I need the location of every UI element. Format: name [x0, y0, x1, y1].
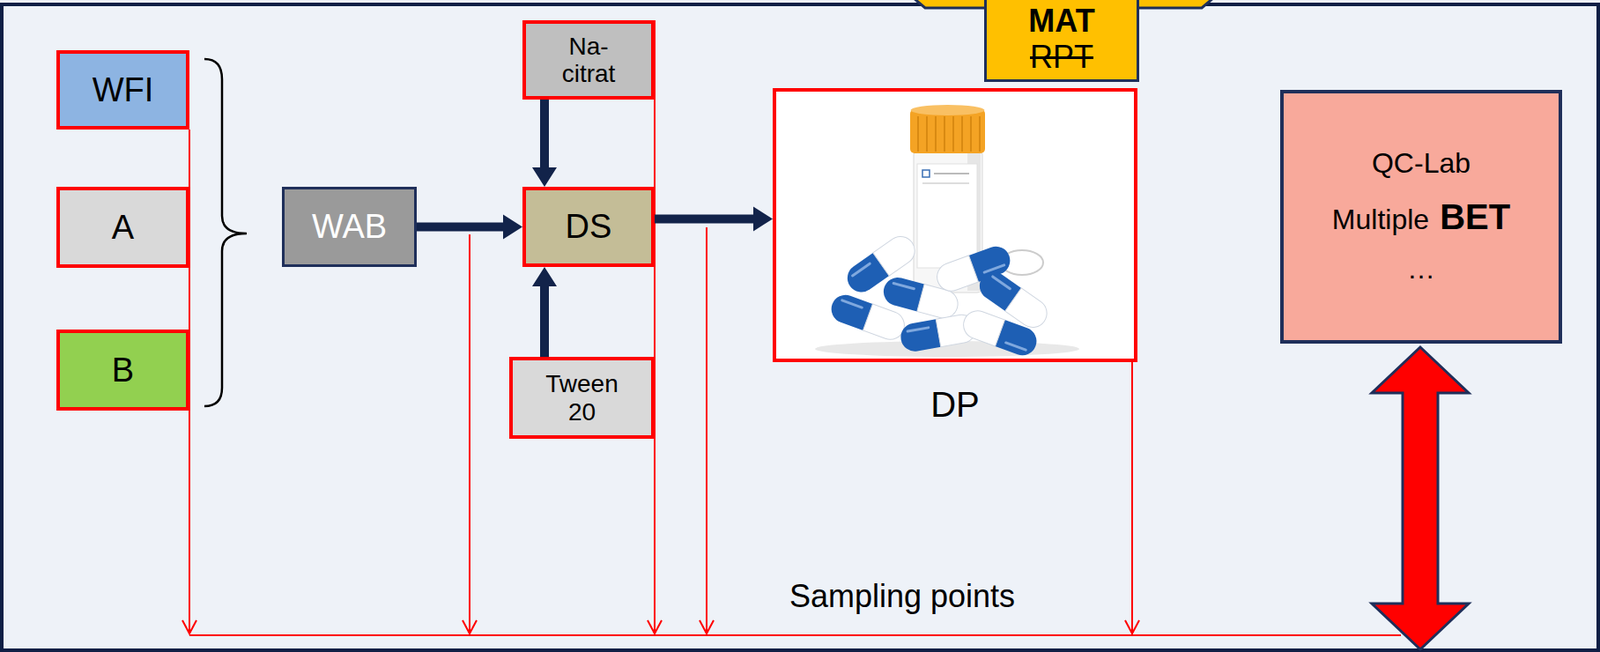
cap-ridge [917, 116, 919, 152]
cap-ridge [943, 116, 946, 152]
node-text: B [111, 351, 134, 390]
text-line: A [111, 208, 134, 247]
text-group: WFI [92, 71, 155, 110]
sampling-line [653, 20, 656, 635]
node-text: MAT [1028, 3, 1095, 39]
sampling-lines [182, 20, 1401, 636]
node-text: DP [930, 385, 980, 425]
text-line: RPT [1029, 39, 1094, 75]
node-text: A [111, 208, 134, 247]
grouping-brace [204, 59, 247, 407]
label-line [922, 182, 970, 185]
flow-arrow [532, 99, 557, 187]
double-arrow [1371, 347, 1469, 650]
text-line: B [111, 351, 134, 390]
capsule [842, 230, 921, 298]
cap-ridges [918, 116, 980, 152]
text-line: Na- citrat [549, 32, 628, 89]
pill-bottle-illustration [814, 104, 1080, 360]
text-line: Multiple BET [1332, 197, 1511, 238]
node-text: Tween 20 [533, 370, 631, 426]
flow-arrow [654, 206, 773, 231]
sampling-arrowhead [462, 620, 477, 634]
text-line: QC-Lab [1371, 148, 1471, 180]
text-group: MATRPT [1028, 3, 1095, 75]
cap-ridge [961, 116, 963, 152]
sampling-label: Sampling points [761, 577, 1044, 615]
sampling-line [468, 234, 471, 635]
text-group: A [111, 208, 134, 247]
capsule [959, 306, 1041, 359]
label-line [933, 172, 970, 175]
cap-ridge [952, 116, 955, 152]
text-line: WAB [311, 207, 387, 246]
node-text: WAB [311, 207, 387, 246]
text-line: DS [565, 207, 613, 246]
node-text: WFI [92, 71, 155, 110]
text-group: B [111, 351, 134, 390]
process-box: WAB [281, 186, 417, 267]
product-image-box: DP [772, 88, 1138, 363]
excipient-box: Tween 20 [509, 356, 655, 439]
text-group: QC-LabMultiple BET… [1332, 148, 1511, 286]
text-group: DS [565, 207, 613, 246]
node-text: BET [1439, 197, 1511, 238]
node-text: QC-Lab [1371, 148, 1471, 180]
node-text: Na- citrat [549, 32, 628, 89]
node-text: Multiple [1332, 204, 1430, 237]
sampling-arrowhead [182, 620, 197, 634]
node-text: … [1407, 253, 1436, 286]
sampling-bus [189, 634, 1401, 637]
capsule [827, 290, 909, 343]
input-box: B [56, 329, 190, 411]
sampling-line [1131, 362, 1134, 635]
lab-box: QC-LabMultiple BET… [1280, 89, 1563, 344]
text-group: Tween 20 [533, 370, 631, 426]
input-box: WFI [56, 50, 190, 130]
label-mark [922, 170, 930, 178]
bottle-cap [910, 109, 986, 154]
text-group: WAB [311, 207, 387, 246]
cap-ridge [925, 116, 928, 152]
sampling-line [705, 227, 708, 635]
flow-arrow [532, 266, 557, 357]
text-line: MAT [1028, 3, 1095, 39]
cap-ridge [970, 116, 972, 152]
flow-arrow [416, 214, 523, 240]
node-text: DS [565, 207, 613, 246]
text-line: Tween 20 [533, 370, 631, 426]
node-text: RPT [1029, 39, 1094, 75]
input-box: A [56, 186, 190, 268]
cap-ridge [934, 116, 937, 152]
outside-label: DP [776, 385, 1134, 425]
method-box: MATRPT [984, 0, 1140, 82]
cap-ridge [978, 116, 981, 152]
sampling-arrowhead [647, 620, 662, 634]
frame [1, 4, 1599, 651]
substance-box: DS [522, 186, 655, 267]
sampling-arrowhead [699, 620, 714, 634]
text-line: WFI [92, 71, 155, 110]
cap-top [911, 104, 986, 116]
excipient-box: Na- citrat [522, 20, 655, 100]
sampling-arrowhead [1125, 620, 1140, 634]
text-group: Na- citrat [549, 32, 628, 89]
text-line: … [1407, 253, 1436, 286]
bottle-label [917, 163, 978, 268]
image-ground [772, 88, 1138, 363]
